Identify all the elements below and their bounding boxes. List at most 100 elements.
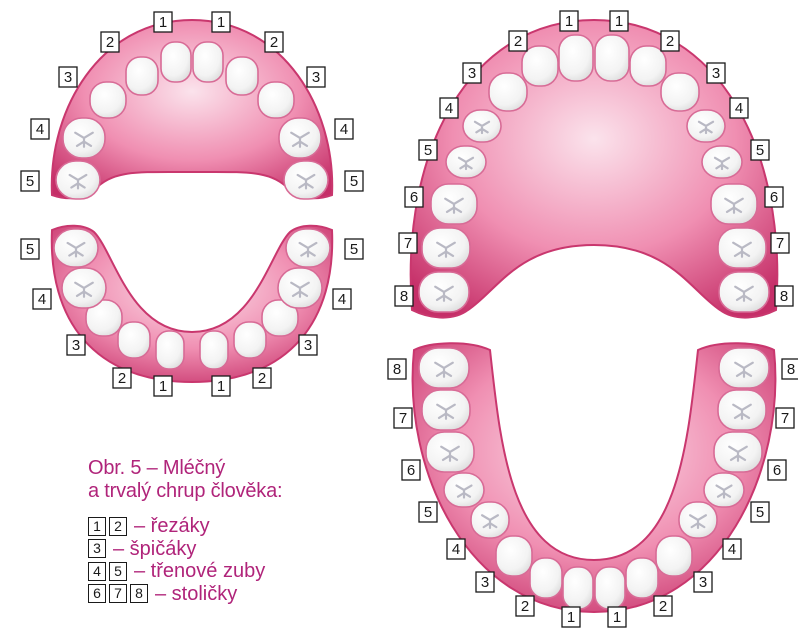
svg-text:6: 6 [410, 189, 418, 206]
svg-text:3: 3 [72, 337, 80, 354]
permanent-lower-tooth-8 [719, 348, 769, 388]
legend-text-premolars: – třenové zuby [134, 560, 265, 583]
svg-text:2: 2 [270, 34, 278, 51]
permanent-upper-tooth-5 [702, 146, 742, 178]
permanent-upper-tooth-5 [446, 146, 486, 178]
tooth-number-label: 4 [723, 539, 741, 559]
permanent-lower-tooth-6 [426, 432, 474, 472]
permanent-upper-tooth-2 [630, 46, 666, 86]
tooth-number-label: 5 [21, 239, 39, 259]
tooth-number-label: 3 [463, 63, 481, 83]
legend-text-incisors: – řezáky [134, 515, 210, 538]
svg-text:4: 4 [340, 121, 348, 138]
legend-number-box: 3 [88, 539, 106, 558]
primary-lower-tooth-2 [118, 322, 150, 358]
tooth-number-label: 1 [154, 376, 172, 396]
permanent-lower-tooth-1 [563, 567, 593, 609]
svg-text:4: 4 [38, 291, 46, 308]
tooth-number-label: 4 [447, 539, 465, 559]
svg-text:4: 4 [452, 541, 460, 558]
tooth-number-label: 6 [765, 187, 783, 207]
svg-text:1: 1 [615, 13, 623, 30]
tooth-number-label: 5 [345, 171, 363, 191]
permanent-lower-tooth-4 [679, 502, 717, 538]
tooth-number-label: 2 [265, 32, 283, 52]
tooth-number-label: 2 [509, 31, 527, 51]
svg-text:4: 4 [735, 100, 743, 117]
legend-row-molars: 6 7 8 – stoličky [88, 583, 282, 606]
tooth-number-label: 3 [67, 335, 85, 355]
tooth-number-label: 3 [307, 67, 325, 87]
legend-text-molars: – stoličky [155, 583, 237, 606]
tooth-number-label: 1 [610, 11, 628, 31]
svg-text:1: 1 [567, 609, 575, 626]
svg-text:2: 2 [666, 33, 674, 50]
svg-text:2: 2 [118, 370, 126, 387]
tooth-number-label: 6 [768, 460, 786, 480]
svg-text:7: 7 [399, 410, 407, 427]
svg-text:8: 8 [780, 288, 788, 305]
svg-text:6: 6 [407, 462, 415, 479]
legend-row-premolars: 4 5 – třenové zuby [88, 560, 282, 583]
legend-row-incisors: 1 2 – řezáky [88, 515, 282, 538]
permanent-lower-tooth-2 [626, 558, 658, 598]
caption-title-line-1: Obr. 5 – Mléčný [88, 457, 282, 480]
legend-row-canines: 3 – špičáky [88, 538, 282, 561]
legend-number-box: 8 [130, 584, 148, 603]
legend-number-box: 6 [88, 584, 106, 603]
tooth-number-label: 2 [654, 596, 672, 616]
svg-text:1: 1 [217, 14, 225, 31]
permanent-upper-tooth-4 [687, 110, 725, 142]
permanent-upper-tooth-8 [419, 272, 469, 312]
primary-upper-tooth-5 [56, 161, 100, 199]
svg-text:2: 2 [258, 370, 266, 387]
svg-text:3: 3 [64, 69, 72, 86]
svg-text:5: 5 [424, 504, 432, 521]
primary-lower-tooth-2 [234, 322, 266, 358]
primary-upper-tooth-1 [193, 42, 223, 82]
svg-text:7: 7 [776, 235, 784, 252]
primary-upper-tooth-1 [161, 42, 191, 82]
permanent-lower-tooth-3 [656, 536, 692, 576]
primary-upper-tooth-2 [126, 57, 158, 95]
svg-text:4: 4 [338, 291, 346, 308]
svg-text:5: 5 [756, 142, 764, 159]
permanent-upper-tooth-3 [489, 73, 527, 111]
primary-lower-tooth-4 [278, 268, 322, 308]
primary-upper-tooth-4 [279, 118, 321, 158]
caption-title-line-2: a trvalý chrup člověka: [88, 480, 282, 503]
tooth-number-label: 3 [59, 67, 77, 87]
tooth-type-legend: 1 2 – řezáky 3 – špičáky 4 5 – třenové z… [88, 515, 282, 605]
tooth-number-label: 1 [560, 11, 578, 31]
primary-upper-tooth-3 [258, 82, 294, 118]
primary-lower-tooth-5 [286, 229, 330, 267]
primary-lower-tooth-4 [62, 268, 106, 308]
primary-lower-tooth-1 [156, 331, 184, 369]
primary-lower-tooth-1 [200, 331, 228, 369]
svg-text:6: 6 [773, 462, 781, 479]
svg-text:5: 5 [350, 173, 358, 190]
svg-text:1: 1 [613, 609, 621, 626]
svg-text:1: 1 [565, 13, 573, 30]
permanent-lower-tooth-1 [595, 567, 625, 609]
primary-upper-tooth-3 [90, 82, 126, 118]
tooth-number-label: 7 [394, 408, 412, 428]
tooth-number-label: 2 [113, 368, 131, 388]
primary-lower-jaw: 1122334455 [21, 226, 363, 396]
legend-number-box: 5 [109, 562, 127, 581]
tooth-number-label: 7 [399, 233, 417, 253]
svg-text:5: 5 [350, 241, 358, 258]
svg-text:3: 3 [312, 69, 320, 86]
svg-text:2: 2 [659, 598, 667, 615]
tooth-number-label: 4 [31, 119, 49, 139]
permanent-upper-tooth-7 [422, 228, 470, 268]
svg-text:2: 2 [514, 33, 522, 50]
permanent-lower-tooth-2 [530, 558, 562, 598]
permanent-lower-tooth-8 [419, 348, 469, 388]
svg-text:1: 1 [159, 378, 167, 395]
tooth-number-label: 2 [516, 596, 534, 616]
legend-number-box: 7 [109, 584, 127, 603]
permanent-upper-tooth-6 [711, 184, 757, 224]
svg-text:3: 3 [304, 337, 312, 354]
